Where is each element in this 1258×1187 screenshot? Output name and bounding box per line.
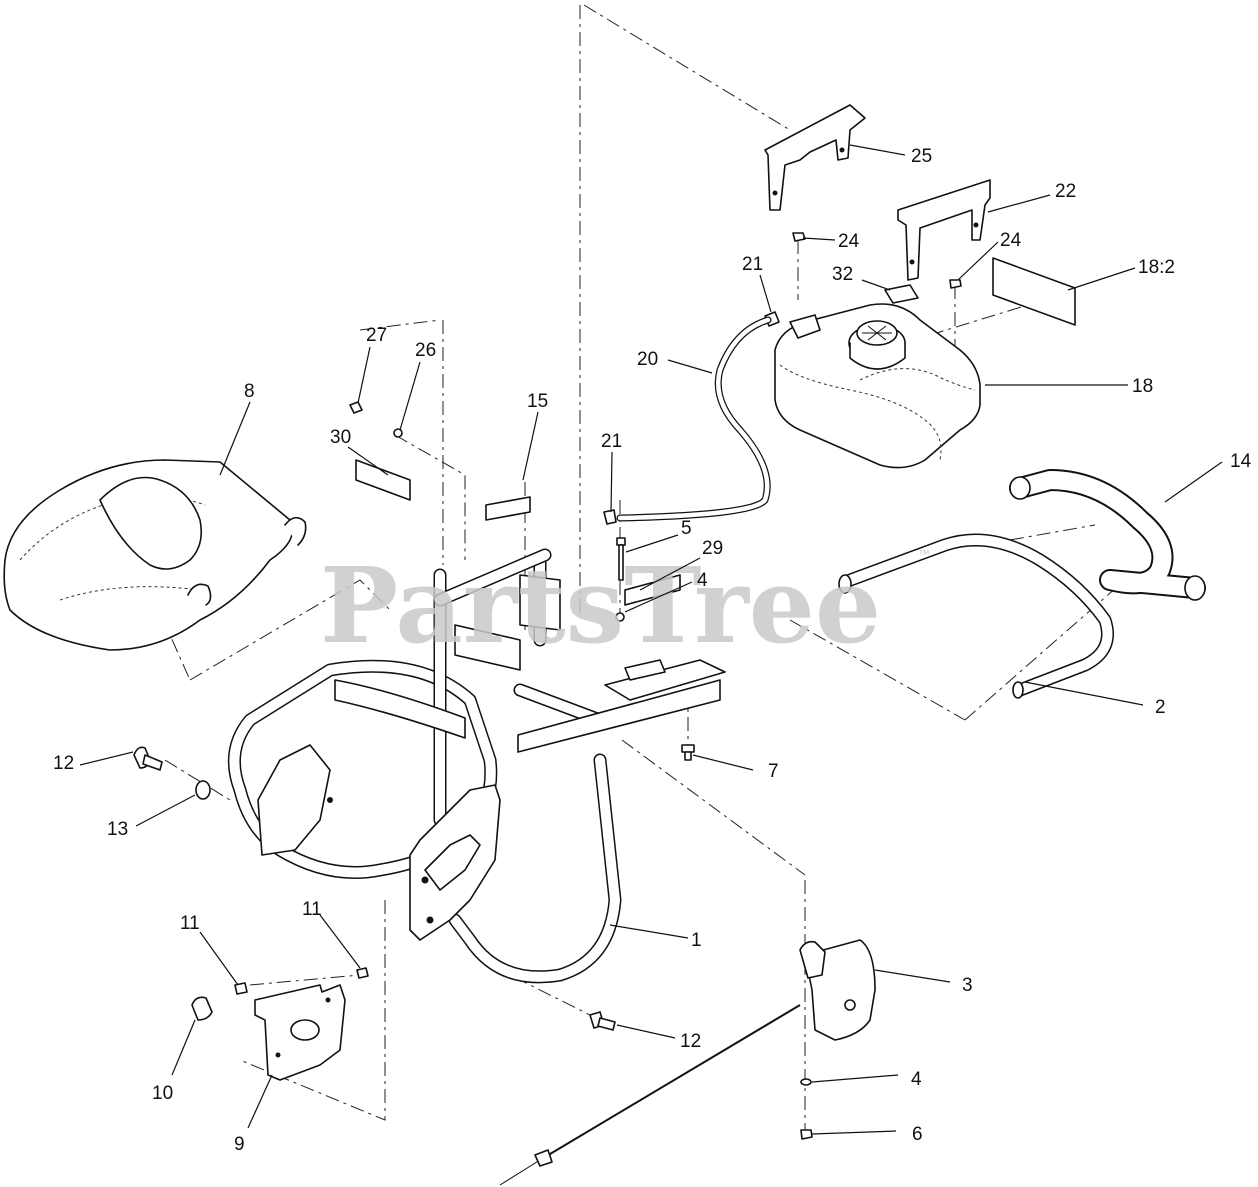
part-12-bolt-b bbox=[589, 1011, 616, 1031]
part-11-nut-b bbox=[356, 967, 369, 979]
part-15-decal bbox=[485, 496, 531, 521]
part-3-control bbox=[499, 939, 876, 1186]
part-6-nut bbox=[800, 1129, 813, 1140]
callout-4-a: 4 bbox=[697, 570, 708, 591]
callout-20: 20 bbox=[637, 349, 658, 370]
part-24-nut-b bbox=[949, 279, 962, 289]
callout-10: 10 bbox=[152, 1083, 173, 1104]
callout-4-b: 4 bbox=[911, 1069, 922, 1090]
part-27-bolt bbox=[349, 401, 363, 414]
watermark-text: PartsTree bbox=[320, 544, 881, 667]
part-14-grip bbox=[1009, 469, 1206, 601]
part-7-bolt bbox=[681, 744, 695, 761]
callout-1: 1 bbox=[691, 930, 702, 951]
callout-15: 15 bbox=[527, 391, 548, 412]
part-22-bracket bbox=[897, 179, 991, 281]
callout-13: 13 bbox=[107, 819, 128, 840]
callout-8: 8 bbox=[244, 381, 255, 402]
part-29-decal bbox=[624, 574, 681, 606]
callout-7: 7 bbox=[768, 761, 779, 782]
callout-30: 30 bbox=[330, 427, 351, 448]
part-4-washer-a bbox=[615, 612, 625, 622]
callout-27: 27 bbox=[366, 325, 387, 346]
callout-3: 3 bbox=[962, 975, 973, 996]
callout-24-b: 24 bbox=[1000, 230, 1022, 251]
part-9-plate bbox=[254, 984, 346, 1081]
callout-6: 6 bbox=[912, 1124, 923, 1145]
part-18-fuel-tank bbox=[774, 303, 981, 469]
callout-11-a: 11 bbox=[180, 913, 200, 934]
callout-2: 2 bbox=[1155, 697, 1166, 718]
part-13-washer bbox=[195, 780, 211, 800]
part-1-frame bbox=[227, 548, 726, 984]
part-32-decal bbox=[884, 284, 919, 304]
part-10-knob bbox=[191, 996, 213, 1021]
watermark-trademark: ™ bbox=[918, 547, 930, 561]
callout-32: 32 bbox=[832, 264, 853, 285]
callout-12-a: 12 bbox=[53, 753, 74, 774]
callout-22: 22 bbox=[1055, 181, 1076, 202]
callout-18-2: 18:2 bbox=[1138, 257, 1175, 278]
callouts: 25 22 24 24 21 32 18:2 20 18 27 26 8 15 … bbox=[53, 146, 1252, 1155]
part-12-bolt-a bbox=[133, 746, 163, 771]
callout-11-b: 11 bbox=[302, 899, 322, 920]
part-25-bracket bbox=[764, 104, 866, 211]
callout-5: 5 bbox=[681, 518, 692, 539]
part-4-washer-b bbox=[800, 1078, 812, 1086]
callout-9: 9 bbox=[234, 1134, 245, 1155]
part-24-nut-a bbox=[792, 232, 806, 242]
callout-21-a: 21 bbox=[742, 254, 763, 275]
callout-25: 25 bbox=[911, 146, 932, 167]
watermark: PartsTree ™ bbox=[320, 544, 930, 667]
callout-12-b: 12 bbox=[680, 1031, 701, 1052]
part-8-seat bbox=[3, 459, 307, 651]
part-20-fuel-line bbox=[616, 316, 772, 522]
part-21-fitting-b bbox=[603, 509, 617, 525]
part-2-handle bbox=[838, 533, 1114, 699]
part-18-2-decal bbox=[992, 257, 1076, 326]
leader-lines bbox=[79, 144, 1223, 1135]
callout-24-a: 24 bbox=[838, 231, 860, 252]
part-11-nut-a bbox=[234, 982, 248, 995]
part-30-decal bbox=[355, 459, 411, 501]
callout-21-b: 21 bbox=[601, 431, 622, 452]
part-5-bolt bbox=[616, 537, 626, 581]
part-26-washer bbox=[393, 428, 403, 438]
callout-26: 26 bbox=[415, 340, 436, 361]
callout-18: 18 bbox=[1132, 376, 1153, 397]
callout-29: 29 bbox=[702, 538, 723, 559]
callout-14: 14 bbox=[1230, 451, 1252, 472]
